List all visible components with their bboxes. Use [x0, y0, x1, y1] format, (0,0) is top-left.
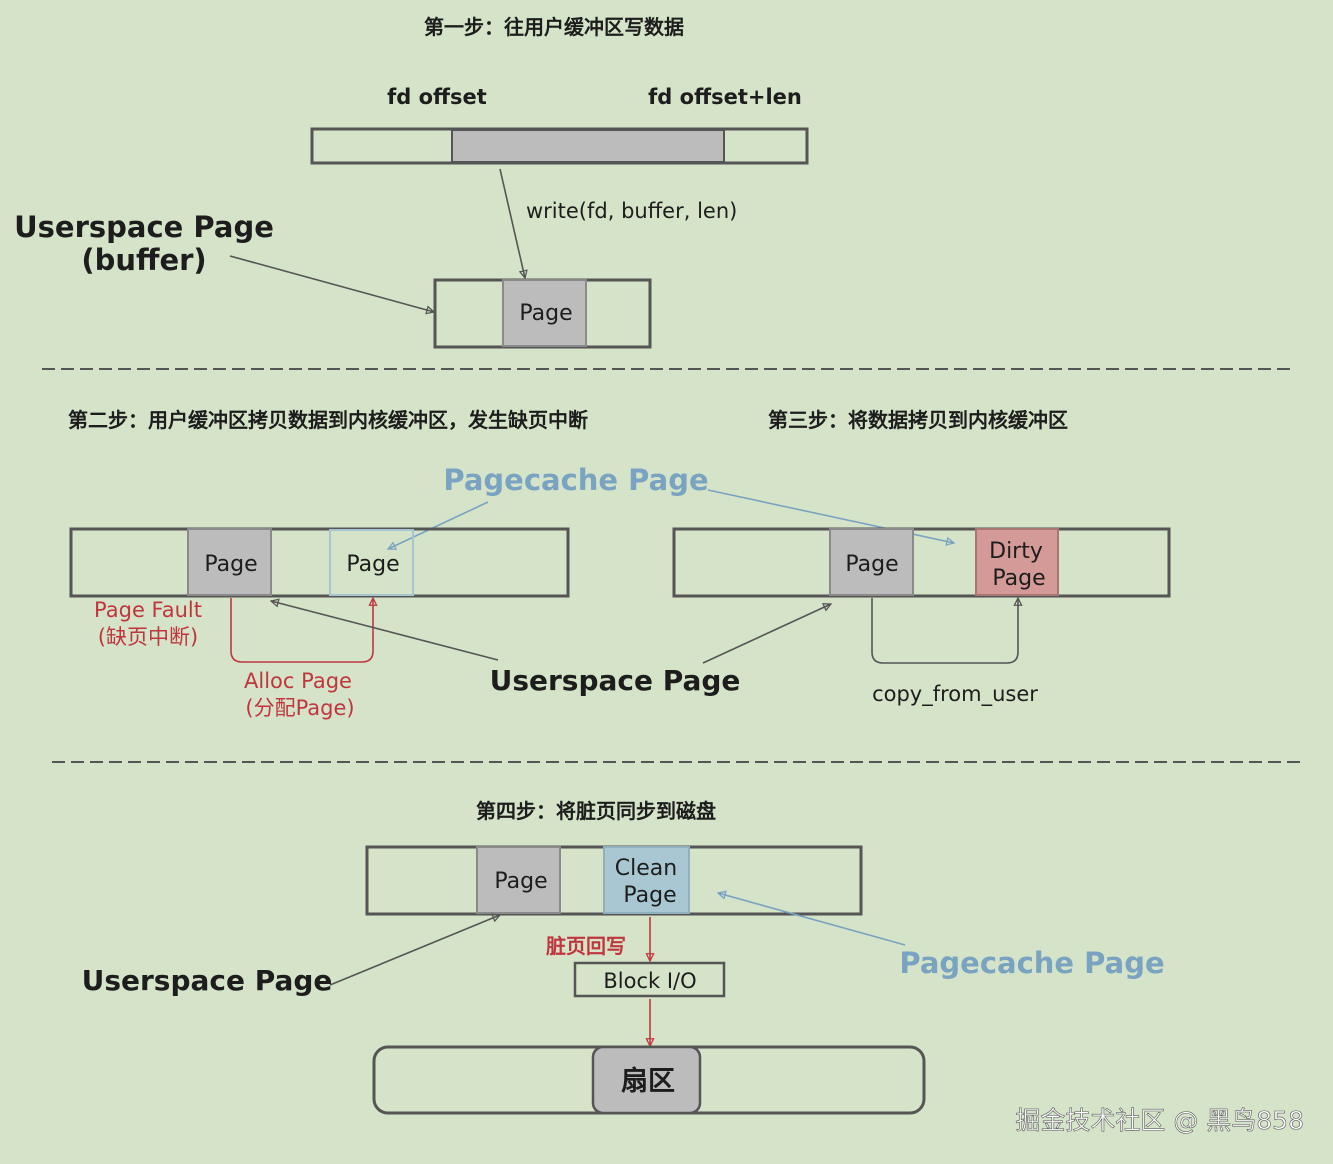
block-io-box: Block I/O — [573, 961, 726, 998]
step2-userspace-page-text: Page — [204, 552, 257, 577]
userspace-page-label-middle: Userspace Page — [490, 664, 741, 697]
clean-page-text-line1: Clean — [615, 856, 677, 881]
step4-title: 第四步：将脏页同步到磁盘 — [476, 799, 716, 823]
alloc-page-label-line1: Alloc Page — [244, 669, 352, 693]
pagecache-page-label-top: Pagecache Page — [443, 463, 708, 497]
userspace-arrow-left — [271, 601, 499, 661]
userspace-page-buffer-label-line2: (buffer) — [81, 243, 206, 277]
userspace-page-label-bottom: Userspace Page — [82, 964, 333, 997]
copy-from-user-label: copy_from_user — [872, 682, 1038, 707]
dirty-page-text-line1: Dirty — [989, 539, 1043, 564]
block-io-text: Block I/O — [603, 969, 696, 993]
clean-page-block — [603, 846, 690, 914]
pagecache-page-label-bottom: Pagecache Page — [899, 946, 1164, 980]
userspace-arrow-bottom — [329, 915, 500, 986]
alloc-page-label-line2: (分配Page) — [245, 696, 354, 720]
userspace-arrow-right — [702, 604, 831, 664]
step1-title: 第一步：往用户缓冲区写数据 — [424, 15, 684, 39]
step4-buffer: Page Clean Page — [365, 845, 863, 916]
step2-userspace-page-block — [187, 528, 272, 596]
page-fault-label-line2: (缺页中断) — [98, 625, 198, 649]
step3-userspace-page-text: Page — [845, 552, 898, 577]
userspace-buffer-arrow — [229, 255, 434, 312]
userspace-page-buffer-label-line1: Userspace Page — [14, 210, 274, 244]
copy-from-user-arrow — [871, 598, 1018, 664]
fd-offset-len-label: fd offset+len — [648, 85, 802, 109]
step4-userspace-page-text: Page — [494, 869, 547, 894]
sector-block — [591, 1045, 702, 1115]
watermark-text: 掘金技术社区 @ 黑鸟858 — [1015, 1106, 1304, 1135]
step2-buffer: Page Page — [69, 527, 570, 598]
step3-buffer: Page Dirty Page — [672, 527, 1171, 598]
sector-text: 扇区 — [621, 1065, 675, 1097]
fd-offset-label: fd offset — [387, 85, 487, 109]
file-bar — [310, 127, 809, 165]
userspace-page-block — [502, 279, 587, 347]
file-data-range — [451, 129, 725, 163]
step4-userspace-page-block — [476, 846, 561, 914]
step3-title: 第三步：将数据拷贝到内核缓冲区 — [768, 408, 1068, 432]
step2-pagecache-page-block — [329, 529, 414, 596]
dirty-page-text-line2: Page — [992, 566, 1045, 591]
userspace-buffer: Page — [433, 278, 652, 349]
dirty-writeback-label: 脏页回写 — [546, 934, 626, 958]
write-call-label: write(fd, buffer, len) — [526, 199, 737, 223]
pagecache-arrow-left — [388, 501, 489, 549]
disk-sector-bar: 扇区 — [372, 1045, 926, 1115]
page-fault-arrow — [230, 598, 373, 663]
clean-page-text-line2: Page — [623, 883, 676, 908]
step2-pagecache-page-text: Page — [346, 552, 399, 577]
write-arrow — [499, 168, 525, 278]
step2-title: 第二步：用户缓冲区拷贝数据到内核缓冲区，发生缺页中断 — [68, 408, 588, 432]
dirty-page-block — [975, 528, 1059, 596]
pagecache-arrow-bottom — [718, 893, 906, 946]
userspace-page-text: Page — [519, 301, 572, 326]
step3-userspace-page-block — [829, 528, 914, 596]
page-fault-label-line1: Page Fault — [94, 598, 202, 622]
